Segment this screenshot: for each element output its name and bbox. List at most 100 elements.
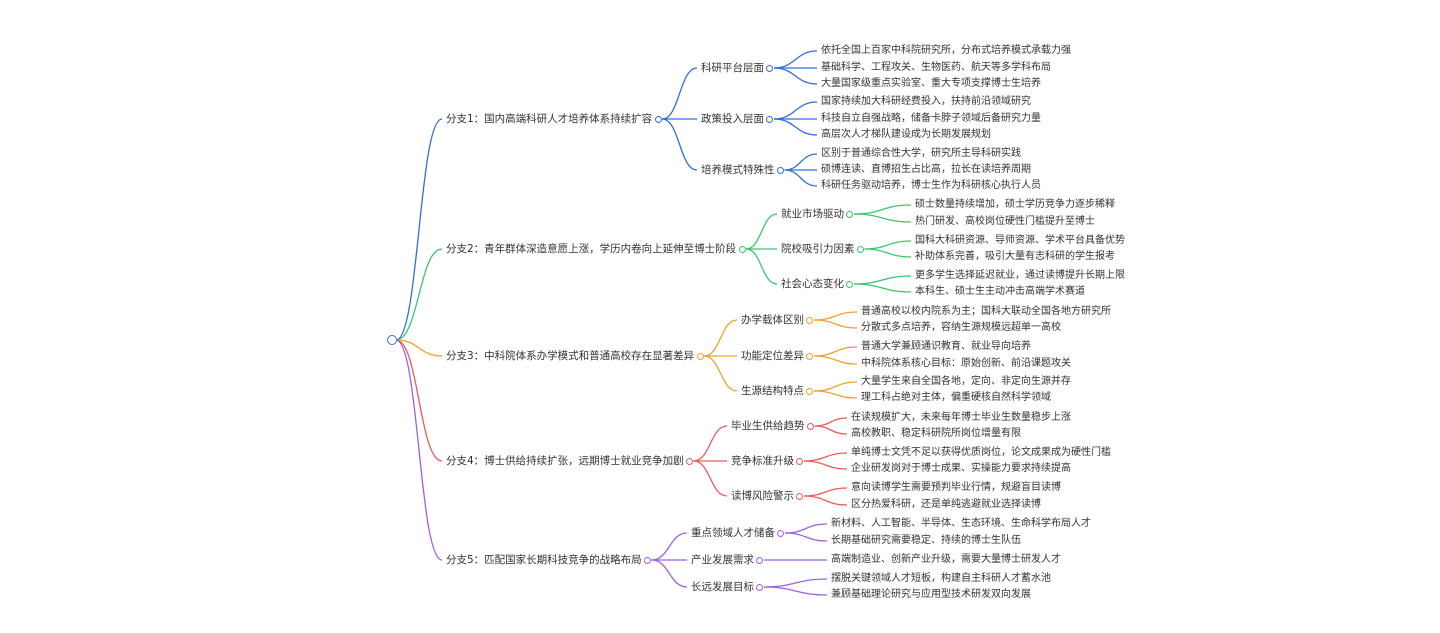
branch-5-topic-1-label[interactable]: 重点领域人才储备: [691, 527, 775, 539]
branch-4-topic-2-dot[interactable]: [796, 457, 804, 465]
link-root-to-branch-2: [395, 248, 443, 341]
branch-3-topic-1-dot[interactable]: [806, 316, 814, 324]
branch-4-dot[interactable]: [686, 457, 694, 465]
link-branch-2-to-topic-3: [746, 248, 778, 285]
branch-3-topic-3-dot[interactable]: [806, 387, 814, 395]
branch-3-topic-1-leaf-2[interactable]: 分散式多点培养，容纳生源规模远超单一高校: [861, 322, 1061, 333]
link-branch-3-to-topic-1: [704, 319, 738, 357]
branch-5-topic-2-dot[interactable]: [756, 556, 764, 564]
branch-5-label[interactable]: 分支5：匹配国家长期科技竞争的战略布局: [446, 554, 642, 566]
branch-4-topic-3-leaf-1[interactable]: 意向读博学生需要预判毕业行情，规避盲目读博: [851, 482, 1061, 493]
branch-1-topic-1-leaf-2[interactable]: 基础科学、工程攻关、生物医药、航天等多学科布局: [821, 62, 1051, 73]
link-topic-1-3-to-leaf-3: [784, 169, 818, 187]
branch-3-label[interactable]: 分支3：中科院体系办学模式和普通高校存在显著差异: [446, 350, 695, 362]
branch-2-topic-1-label[interactable]: 就业市场驱动: [781, 208, 844, 220]
link-topic-5-1-to-leaf-2: [784, 532, 828, 542]
branch-2-topic-2-leaf-1[interactable]: 国科大科研资源、导师资源、学术平台具备优势: [915, 235, 1125, 246]
branch-1-topic-3-dot[interactable]: [776, 166, 784, 174]
branch-1-topic-3-leaf-2[interactable]: 硕博连读、直博招生占比高，拉长在读培养周期: [821, 164, 1031, 175]
link-root-to-branch-1: [395, 118, 443, 341]
branch-3-dot[interactable]: [696, 352, 704, 360]
link-topic-4-2-to-leaf-1: [803, 452, 848, 462]
branch-1-topic-1-leaf-1[interactable]: 依托全国上百家中科院研究所，分布式培养模式承载力强: [821, 45, 1071, 56]
branch-1-topic-3-label[interactable]: 培养模式特殊性: [701, 164, 775, 176]
link-topic-1-1-to-leaf-1: [773, 50, 818, 69]
branch-3-topic-2-label[interactable]: 功能定位差异: [741, 350, 804, 362]
branch-1-topic-2-leaf-2[interactable]: 科技自立自强战略，储备卡脖子领域后备研究力量: [821, 113, 1041, 124]
branch-1-topic-2-leaf-1[interactable]: 国家持续加大科研经费投入，扶持前沿领域研究: [821, 96, 1031, 107]
branch-1-topic-2-leaf-3[interactable]: 高层次人才梯队建设成为长期发展规划: [821, 129, 991, 140]
branch-2-topic-1-dot[interactable]: [846, 210, 854, 218]
link-topic-2-3-to-leaf-1: [853, 275, 912, 285]
branch-5-topic-3-dot[interactable]: [756, 583, 764, 591]
link-branch-5-to-topic-1: [651, 532, 688, 561]
branch-5-topic-3-leaf-2[interactable]: 兼顾基础理论研究与应用型技术研发双向发展: [831, 589, 1031, 600]
branch-3-topic-3-label[interactable]: 生源结构特点: [741, 385, 804, 397]
link-topic-2-2-to-leaf-1: [864, 240, 912, 250]
branch-3-topic-2-dot[interactable]: [806, 352, 814, 360]
branch-2-topic-3-dot[interactable]: [846, 280, 854, 288]
branch-4-label[interactable]: 分支4：博士供给持续扩张，远期博士就业竞争加剧: [446, 455, 684, 467]
branch-4-topic-2-leaf-2[interactable]: 企业研发岗对于博士成果、实操能力要求持续提高: [851, 463, 1071, 474]
branch-1-topic-3-leaf-1[interactable]: 区别于普通综合性大学，研究所主导科研实践: [821, 148, 1021, 159]
branch-2-topic-2-dot[interactable]: [856, 245, 864, 253]
branch-4-topic-3-dot[interactable]: [796, 492, 804, 500]
link-root-to-branch-4: [395, 339, 443, 462]
branch-1-topic-2-label[interactable]: 政策投入层面: [701, 113, 764, 125]
branch-1-topic-3-leaf-3[interactable]: 科研任务驱动培养，博士生作为科研核心执行人员: [821, 180, 1041, 191]
link-topic-2-1-to-leaf-1: [853, 204, 912, 215]
link-topic-4-3-to-leaf-2: [803, 495, 848, 506]
link-topic-2-2-to-leaf-2: [864, 248, 912, 258]
branch-2-topic-3-leaf-2[interactable]: 本科生、硕士生主动冲击高端学术赛道: [915, 286, 1085, 297]
branch-4-topic-2-leaf-1[interactable]: 单纯博士文凭不足以获得优质岗位，论文成果成为硬性门槛: [851, 447, 1111, 458]
link-topic-4-2-to-leaf-2: [803, 460, 848, 470]
branch-5-topic-1-dot[interactable]: [777, 529, 785, 537]
link-root-to-branch-5: [395, 339, 443, 561]
link-branch-2-to-topic-1: [746, 213, 778, 250]
branch-4-topic-1-dot[interactable]: [806, 422, 814, 430]
branch-4-topic-2-label[interactable]: 竞争标准升级: [731, 455, 794, 467]
link-topic-4-1-to-leaf-2: [814, 425, 848, 435]
branch-2-label[interactable]: 分支2：青年群体深造意愿上涨，学历内卷向上延伸至博士阶段: [446, 243, 737, 255]
branch-5-topic-2-leaf-1[interactable]: 高端制造业、创新产业升级，需要大量博士研发人才: [831, 554, 1061, 565]
link-root-to-branch-3: [395, 339, 443, 357]
branch-4-topic-3-leaf-2[interactable]: 区分热爱科研，还是单纯逃避就业选择读博: [851, 499, 1041, 510]
branch-3-topic-3-leaf-1[interactable]: 大量学生来自全国各地，定向、非定向生源并存: [861, 376, 1071, 387]
branch-5-dot[interactable]: [644, 556, 652, 564]
branch-3-topic-2-leaf-2[interactable]: 中科院体系核心目标：原始创新、前沿课题攻关: [861, 358, 1071, 369]
branch-4-topic-1-leaf-2[interactable]: 高校教职、稳定科研院所岗位增量有限: [851, 428, 1021, 439]
branch-2-topic-3-label[interactable]: 社会心态变化: [781, 278, 844, 290]
branch-3-topic-1-label[interactable]: 办学载体区别: [741, 314, 804, 326]
link-topic-1-3-to-leaf-1: [784, 153, 818, 171]
branch-3-topic-3-leaf-2[interactable]: 理工科占绝对主体，偏重硬核自然科学领域: [861, 392, 1051, 403]
branch-5-topic-1-leaf-2[interactable]: 长期基础研究需要稳定、持续的博士生队伍: [831, 535, 1021, 546]
branch-5-topic-2-label[interactable]: 产业发展需求: [691, 554, 754, 566]
branch-5-topic-1-leaf-1[interactable]: 新材料、人工智能、半导体、生态环境、生命科学布局人才: [831, 518, 1091, 529]
link-topic-1-2-to-leaf-1: [773, 101, 818, 120]
branch-4-topic-1-label[interactable]: 毕业生供给趋势: [731, 420, 805, 432]
branch-2-topic-1-leaf-2[interactable]: 热门研发、高校岗位硬性门槛提升至博士: [915, 216, 1095, 227]
link-topic-3-3-to-leaf-2: [813, 390, 858, 399]
link-branch-5-to-topic-3: [651, 559, 688, 588]
branch-5-topic-3-leaf-1[interactable]: 摆脱关键领域人才短板，构建自主科研人才蓄水池: [831, 573, 1051, 584]
branch-2-topic-1-leaf-1[interactable]: 硕士数量持续增加，硕士学历竞争力逐步稀释: [915, 199, 1115, 210]
branch-2-topic-2-leaf-2[interactable]: 补助体系完善，吸引大量有志科研的学生报考: [915, 251, 1115, 262]
branch-2-topic-3-leaf-1[interactable]: 更多学生选择延迟就业，通过读博提升长期上限: [915, 270, 1125, 281]
link-topic-1-1-to-leaf-3: [773, 67, 818, 85]
branch-3-topic-1-leaf-1[interactable]: 普通高校以校内院系为主；国科大联动全国各地方研究所: [861, 306, 1111, 317]
branch-1-label[interactable]: 分支1：国内高端科研人才培养体系持续扩容: [446, 113, 653, 125]
branch-2-dot[interactable]: [738, 245, 746, 253]
root-node[interactable]: [387, 335, 397, 345]
branch-1-topic-2-dot[interactable]: [766, 115, 774, 123]
branch-1-topic-1-dot[interactable]: [766, 64, 774, 72]
branch-1-topic-1-leaf-3[interactable]: 大量国家级重点实验室、重大专项支撑博士生培养: [821, 78, 1041, 89]
branch-3-topic-2-leaf-1[interactable]: 普通大学兼顾通识教育、就业导向培养: [861, 341, 1031, 352]
branch-4-topic-1-leaf-1[interactable]: 在读规模扩大，未来每年博士毕业生数量稳步上涨: [851, 412, 1071, 423]
link-branch-4-to-topic-1: [693, 425, 728, 462]
branch-2-topic-2-label[interactable]: 院校吸引力因素: [781, 243, 855, 255]
branch-5-topic-3-label[interactable]: 长远发展目标: [691, 581, 754, 593]
branch-4-topic-3-label[interactable]: 读博风险警示: [731, 490, 794, 502]
branch-1-topic-1-label[interactable]: 科研平台层面: [701, 62, 764, 74]
branch-1-dot[interactable]: [654, 115, 662, 123]
